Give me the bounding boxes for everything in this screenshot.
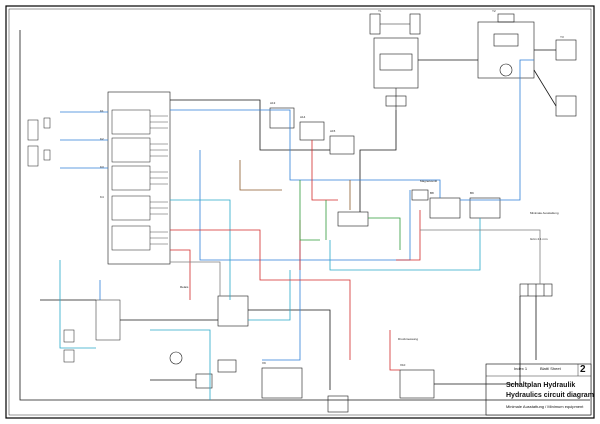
label-x10: X10: [400, 363, 406, 367]
wire-black-2: [359, 110, 397, 212]
wire-blue-18: [460, 140, 521, 201]
wire-brown-35: [239, 160, 282, 191]
wire-cyan-24: [329, 218, 481, 271]
label-k3: K3: [100, 165, 104, 169]
sheet-number: 2: [580, 364, 586, 375]
wire-cyan-21: [170, 199, 231, 300]
wire-black-5: [533, 69, 557, 107]
wire-red-27: [311, 140, 338, 201]
label-a13: A13: [270, 101, 276, 105]
label-min-equip: Minimale Ausstattung: [530, 211, 559, 215]
wire-red-26: [170, 229, 351, 360]
outer-frame: [5, 5, 595, 419]
wire-red-31: [396, 210, 421, 261]
wire-black-0: [19, 30, 590, 401]
motor-icon: [169, 351, 349, 413]
label-solenoid: Magnetventil: [420, 179, 437, 183]
annotations: Y1 Y2 Y3 A13 A14 A15 B8 B9 X9 X10 K1 K2 …: [100, 9, 564, 367]
wire-cyan-22: [150, 329, 211, 400]
title-german: Schaltplan Hydraulik: [506, 382, 576, 389]
valve-icon: [195, 107, 501, 399]
wire-blue-17: [519, 59, 534, 140]
label-k1: K1: [100, 109, 104, 113]
wiring: [19, 30, 590, 401]
label-k4: K4: [100, 195, 104, 199]
label-notes: Grün 2.1 mm: [530, 237, 548, 241]
title-subtitle: Minimale Ausstattung / Minimum equipment: [506, 404, 584, 409]
wire-green-32: [299, 180, 320, 241]
left-connectors: [27, 117, 121, 363]
wire-red-30: [170, 249, 191, 300]
wire-black-9: [434, 296, 521, 385]
title-block: [485, 363, 592, 416]
pump-icon: [477, 13, 577, 117]
title-english: Hydraulics circuit diagram: [506, 392, 594, 399]
wire-cyan-23: [59, 260, 96, 349]
label-b8: B8: [430, 191, 434, 195]
inner-frame: [8, 8, 592, 416]
label-a15: A15: [330, 129, 336, 133]
title-index: Index 1: [514, 366, 528, 371]
wire-blue-19: [262, 240, 301, 361]
wire-gray-38: [170, 261, 221, 296]
wire-black-8: [248, 309, 331, 390]
cylinder-icon: [369, 13, 421, 110]
wire-blue-12: [170, 109, 441, 198]
label-x9: X9: [262, 361, 266, 365]
wire-blue-16: [199, 150, 411, 261]
title-sheet-label: Blatt/ Sheet: [540, 366, 561, 371]
label-pressure: Druckmessung: [398, 337, 418, 341]
label-y2: Y2: [492, 9, 496, 13]
junction-box: [519, 283, 553, 297]
wire-cyan-25: [248, 270, 291, 321]
label-a14: A14: [300, 115, 306, 119]
label-relay: Relais: [180, 285, 189, 289]
wire-black-1: [170, 99, 330, 151]
control-module: [107, 91, 171, 265]
label-y3: Y3: [560, 35, 564, 39]
label-k2: K2: [100, 137, 104, 141]
wire-green-34: [368, 217, 401, 250]
label-y1: Y1: [378, 9, 382, 13]
wire-red-29: [389, 330, 400, 371]
wire-gray-37: [420, 229, 541, 284]
label-b9: B9: [470, 191, 474, 195]
